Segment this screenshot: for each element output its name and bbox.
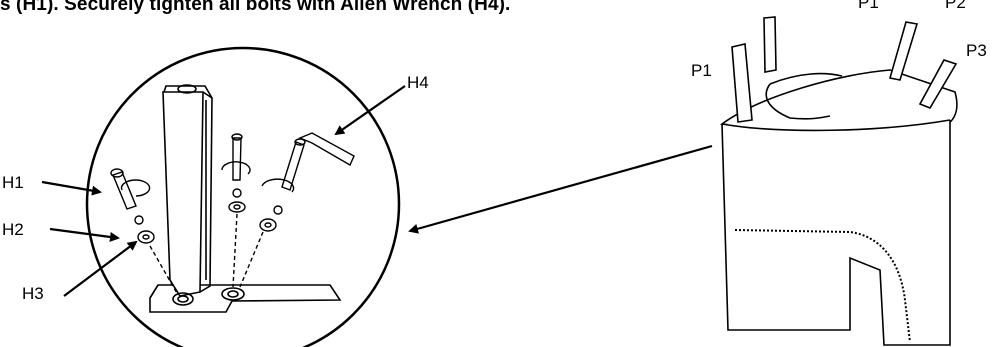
label-p1: P1 — [691, 61, 712, 80]
callout-arrows — [41, 85, 713, 297]
label-p3: P3 — [966, 41, 987, 60]
instruction-text: s (H1). Securely tighten all bolts with … — [0, 0, 511, 15]
label-h1: H1 — [2, 173, 24, 192]
label-h2: H2 — [2, 220, 24, 239]
label-p2-top: P2 — [945, 0, 966, 12]
label-h3: H3 — [22, 284, 44, 303]
bolts-washers — [110, 132, 355, 296]
chair-illustration — [719, 16, 958, 346]
detail-circle — [85, 46, 401, 347]
label-h4: H4 — [407, 73, 429, 92]
label-p1-top: P1 — [858, 0, 879, 12]
leg-detail — [149, 84, 342, 313]
